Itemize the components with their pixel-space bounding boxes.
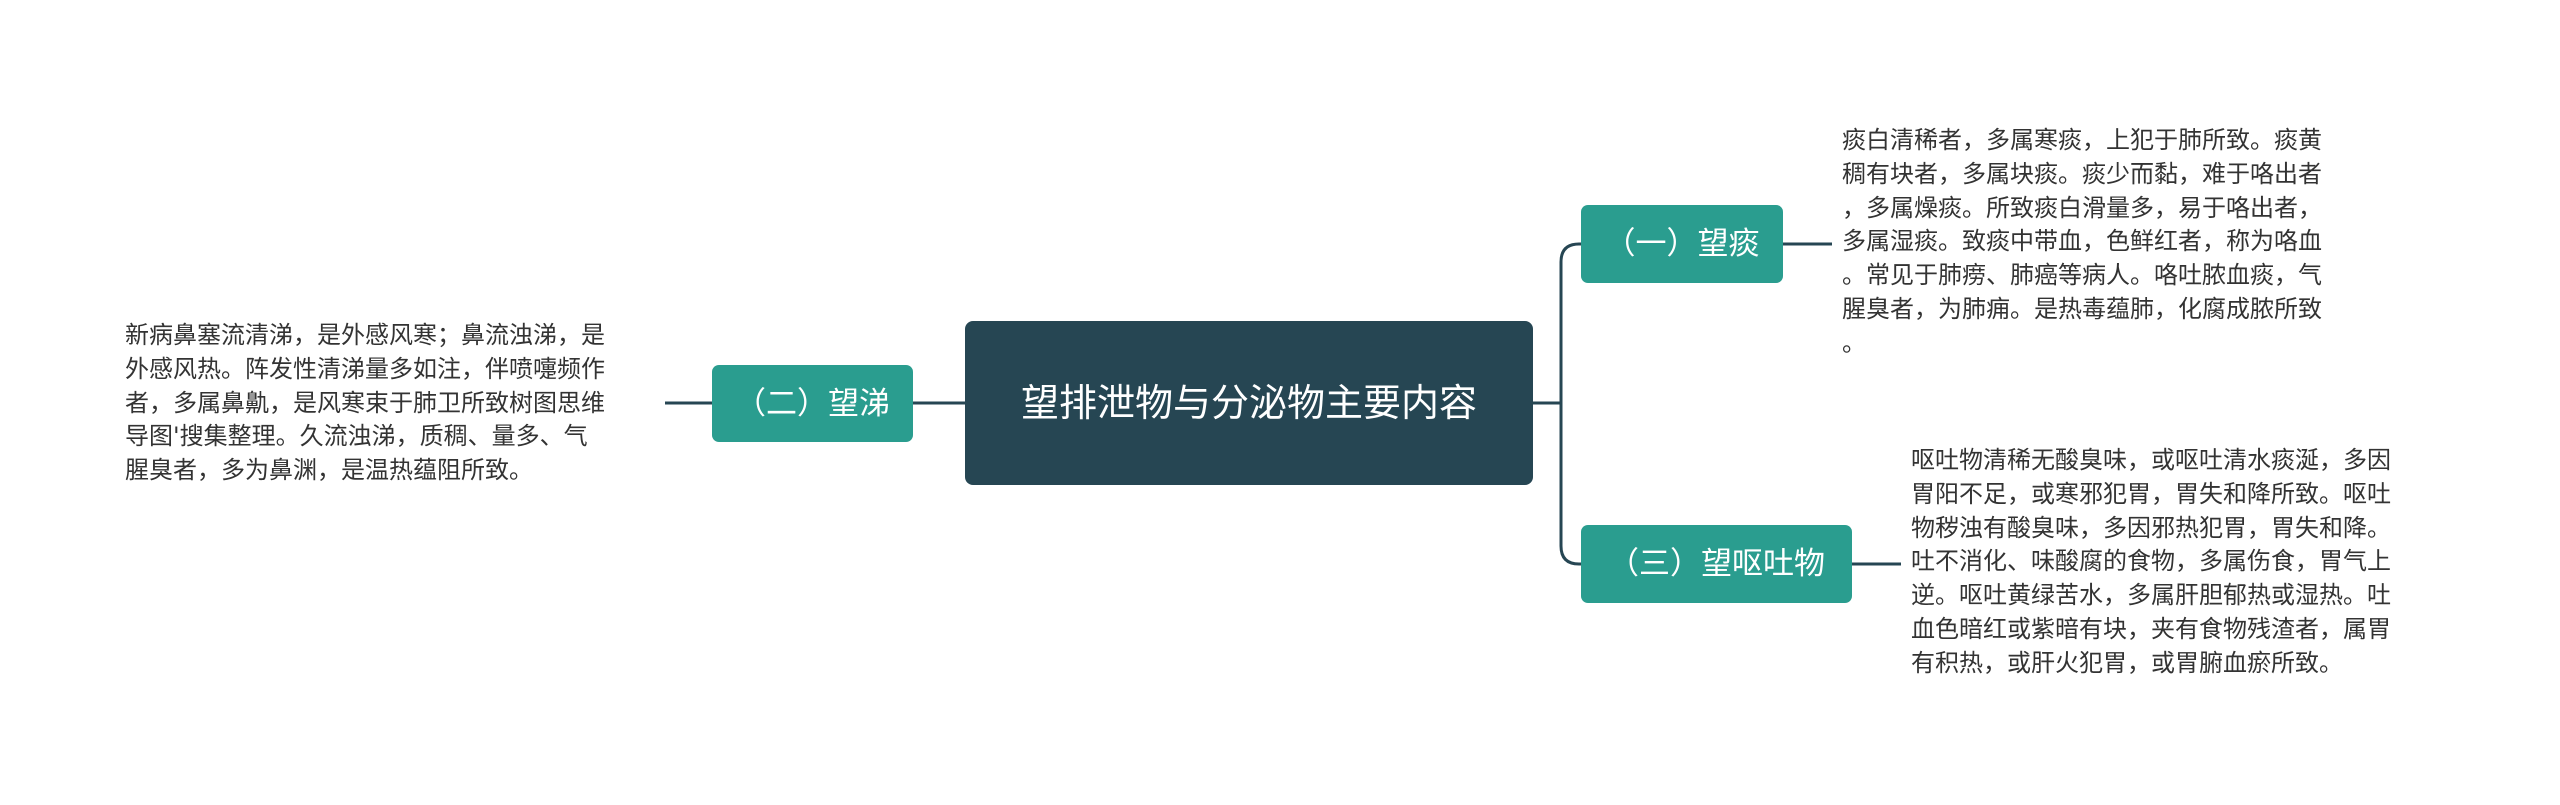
connector-root-to-outu bbox=[1559, 403, 1581, 566]
leaf-text-outu: 呕吐物清稀无酸臭味，或呕吐清水痰涎，多因 胃阳不足，或寒邪犯胃，胃失和降所致。呕… bbox=[1911, 446, 2391, 677]
branch-node-tan[interactable]: （一）望痰 bbox=[1581, 205, 1783, 283]
leaf-text-ti: 新病鼻塞流清涕，是外感风寒；鼻流浊涕，是 外感风热。阵发性清涕量多如注，伴喷嚏频… bbox=[125, 321, 605, 485]
root-topic-title: 望排泄物与分泌物主要内容 bbox=[1020, 381, 1477, 425]
branch-node-outu[interactable]: （三）望呕吐物 bbox=[1581, 525, 1852, 603]
branch-tan-label: （一）望痰 bbox=[1604, 226, 1760, 262]
branch-ti-label: （二）望涕 bbox=[735, 385, 890, 422]
root-topic-node[interactable]: 望排泄物与分泌物主要内容 bbox=[965, 321, 1533, 485]
leaf-text-tan: 痰白清稀者，多属寒痰，上犯于肺所致。痰黄 稠有块者，多属块痰。痰少而黏，难于咯出… bbox=[1842, 126, 2322, 357]
branch-node-ti[interactable]: （二）望涕 bbox=[712, 365, 913, 442]
branch-outu-label: （三）望呕吐物 bbox=[1608, 546, 1825, 582]
connector-root-to-tan bbox=[1559, 242, 1581, 403]
